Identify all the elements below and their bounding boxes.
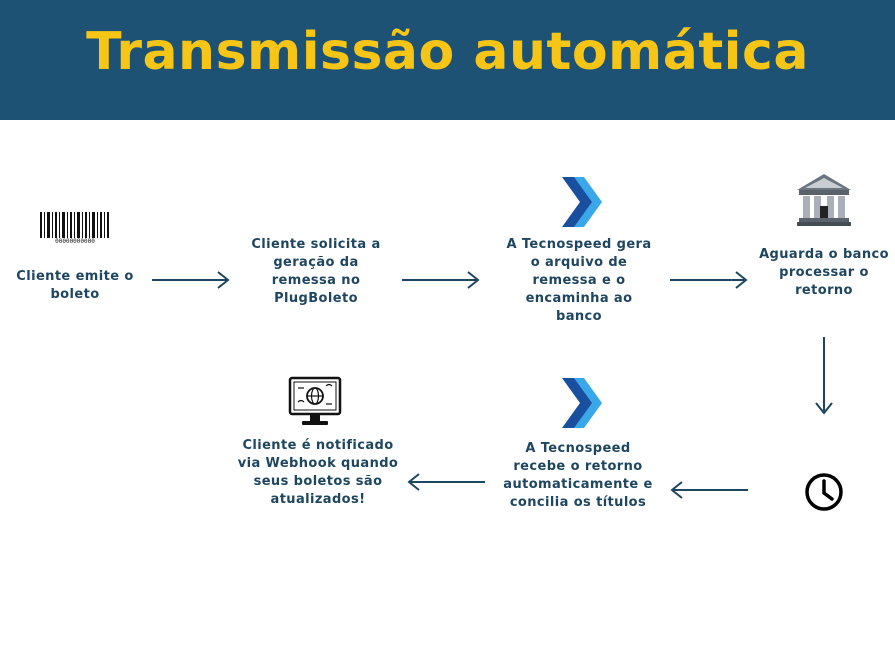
step-receive-retorno: A Tecnospeed recebe o retorno automatica… — [503, 441, 653, 510]
page-title: Transmissão automática — [86, 22, 809, 82]
computer-globe-icon — [288, 376, 342, 430]
barcode-icon: 00000000000 — [38, 210, 112, 248]
arrow-left-2 — [407, 473, 485, 491]
arrow-right-3 — [670, 271, 748, 289]
step-wait-bank: Aguarda o banco processar o retorno — [759, 247, 889, 298]
barcode-number: 00000000000 — [55, 238, 95, 245]
clock-icon — [804, 472, 844, 512]
arrow-right-2 — [402, 271, 480, 289]
tecnospeed-logo — [560, 175, 606, 229]
bank-icon — [795, 172, 853, 228]
step-notify-webhook: Cliente é notificado via Webhook quando … — [237, 438, 399, 507]
step-emit-boleto: Cliente emite o boleto — [16, 269, 134, 302]
header-banner: Transmissão automática — [0, 0, 895, 120]
step-request-remessa: Cliente solicita a geração da remessa no… — [251, 237, 381, 306]
arrow-right-1 — [152, 271, 230, 289]
tecnospeed-logo — [560, 376, 606, 430]
arrow-left-1 — [670, 481, 748, 499]
step-generate-remessa: A Tecnospeed gera o arquivo de remessa e… — [506, 237, 652, 324]
arrow-down — [815, 337, 833, 415]
